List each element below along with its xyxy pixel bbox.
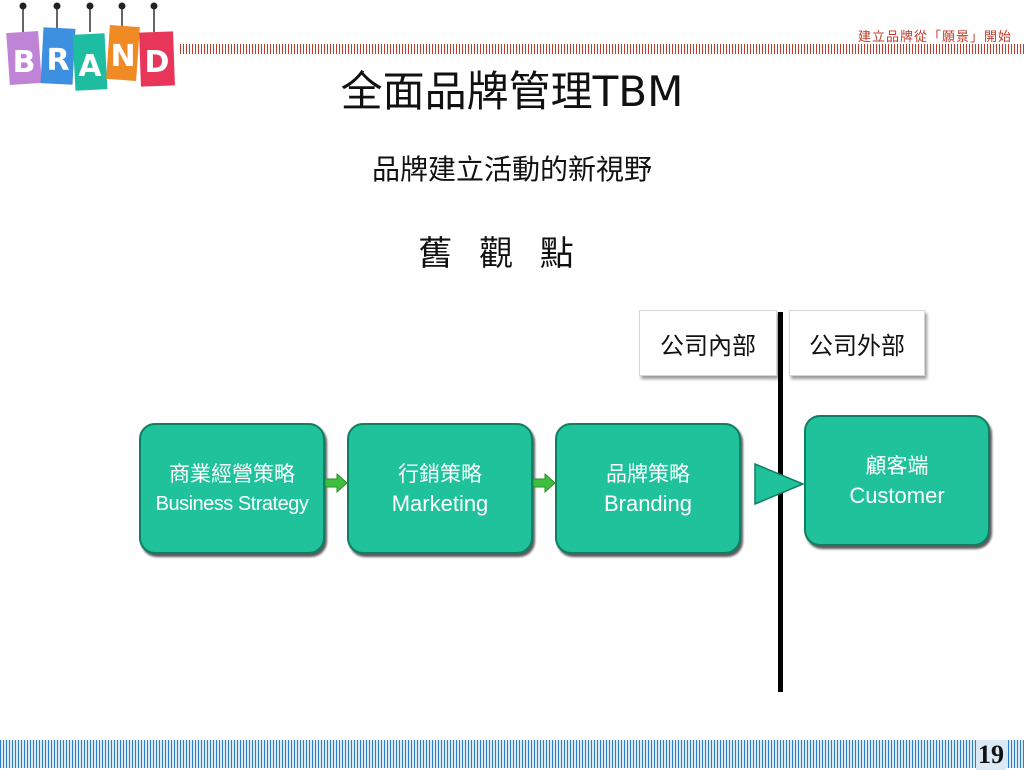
box-marketing-zh: 行銷策略 [398,461,482,486]
logo-letter-r: R [46,43,69,78]
box-customer: 顧客端 Customer [804,415,990,546]
box-business-strategy-zh: 商業經營策略 [169,461,295,486]
label-internal-text: 公司內部 [660,331,756,360]
triangle-arrow-icon [754,462,805,506]
footer-stripe [0,740,1024,768]
label-external: 公司外部 [789,310,925,376]
slide-subtitle: 品牌建立活動的新視野 [371,153,652,186]
logo-letter-b: B [13,45,36,80]
box-branding: 品牌策略 Branding [555,423,741,554]
box-branding-zh: 品牌策略 [606,461,690,486]
logo-letter-d: D [145,45,170,80]
slide-title: 全面品牌管理TBM [340,67,684,116]
page-number: 19 [976,740,1006,770]
label-internal: 公司內部 [639,310,777,376]
box-marketing: 行銷策略 Marketing [347,423,533,554]
section-heading: 舊 觀 點 [418,234,582,274]
box-business-strategy-en: Business Strategy [155,492,309,515]
label-external-text: 公司外部 [809,331,905,360]
box-branding-en: Branding [603,490,693,516]
box-customer-zh: 顧客端 [865,453,929,478]
header-stripe [180,44,1024,54]
header-tagline: 建立品牌從「願景」開始 [857,30,1012,45]
arrow-right-icon [533,473,556,493]
brand-logo: B R A N D [6,2,175,91]
logo-letter-n: N [110,39,135,74]
box-business-strategy: 商業經營策略 Business Strategy [139,423,325,554]
box-marketing-en: Marketing [391,490,489,516]
arrow-right-icon [325,473,348,493]
box-customer-en: Customer [849,482,945,508]
boundary-line [778,312,783,692]
logo-letter-a: A [78,49,102,84]
